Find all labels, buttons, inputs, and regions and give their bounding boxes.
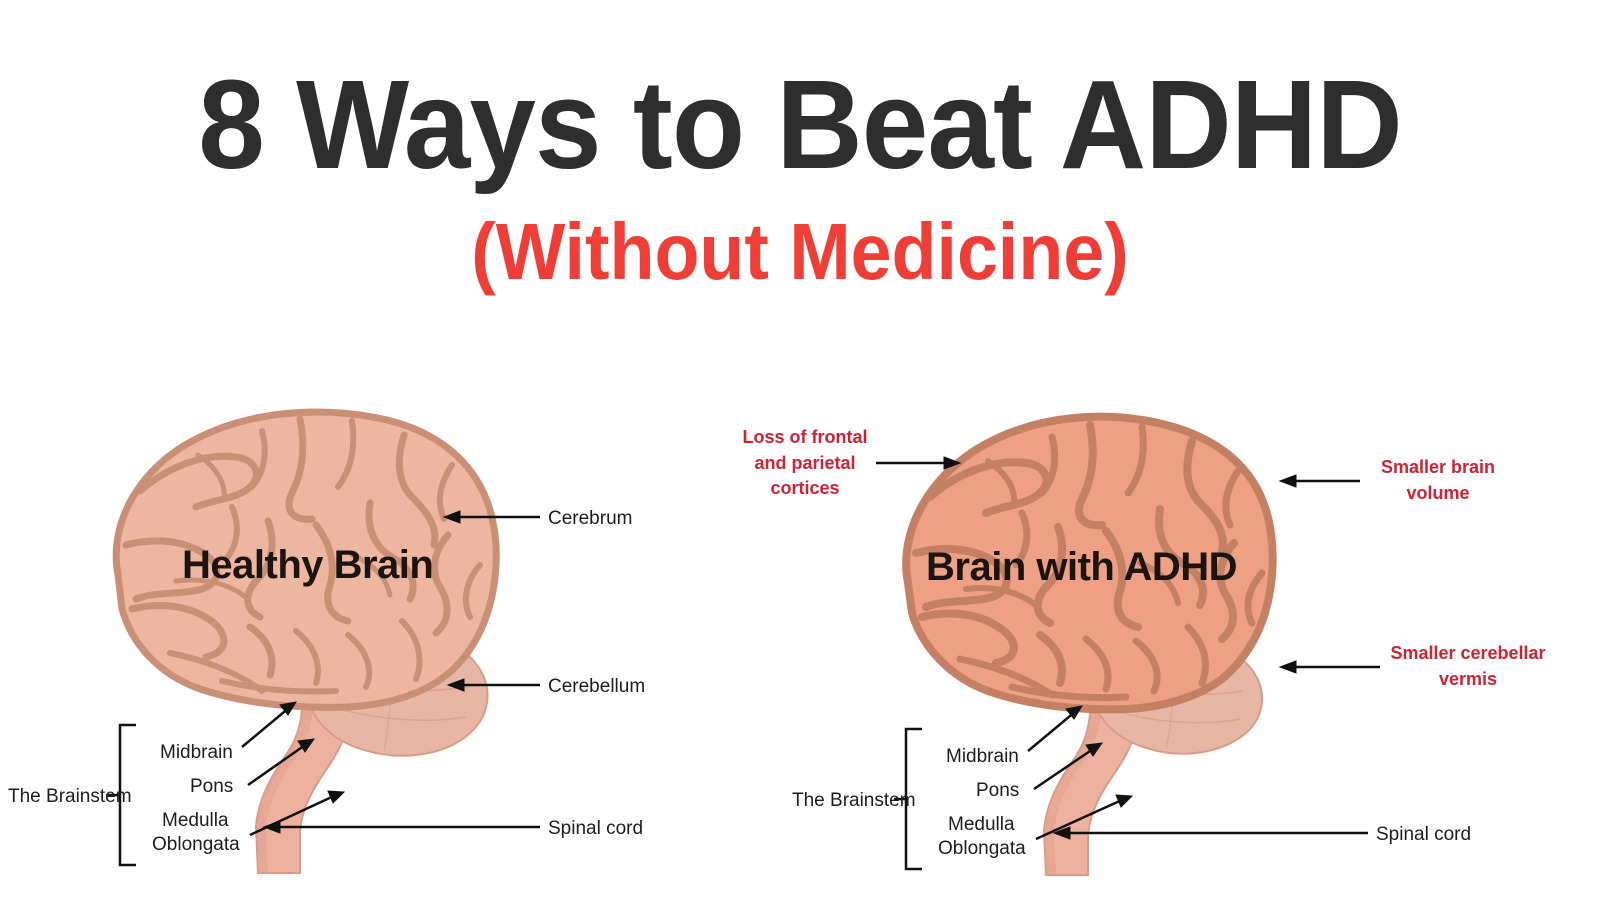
heading-block: 8 Ways to Beat ADHD (Without Medicine) <box>0 0 1600 292</box>
adhd-brain-panel: Brain with ADHD Loss of frontal and pari… <box>740 395 1600 900</box>
adhd-brain-illustration <box>876 412 1380 876</box>
arrow-medulla <box>1035 794 1134 841</box>
label-arrows <box>108 510 540 867</box>
label-medulla-line2: Oblongata <box>938 838 1026 859</box>
arrow-cerebrum <box>442 510 540 524</box>
label-cerebrum: Cerebrum <box>548 508 633 529</box>
label-pons: Pons <box>976 780 1020 801</box>
label-midbrain: Midbrain <box>160 742 233 763</box>
brainstem-bracket <box>894 727 922 871</box>
annotation-smaller-volume-line1: Smaller brain <box>1380 457 1496 477</box>
label-arrows <box>876 456 1380 871</box>
label-brainstem-group: The Brainstem <box>8 786 132 807</box>
label-medulla-line1: Medulla <box>162 810 229 831</box>
annotation-loss-cortices: Loss of frontal and parietal cortices <box>730 425 880 502</box>
spinal-cord-shadow <box>256 673 314 873</box>
annotation-smaller-vermis-line2: vermis <box>1438 668 1498 689</box>
cerebellum-fissure-2 <box>1113 710 1241 724</box>
healthy-brain-illustration <box>108 408 540 874</box>
arrow-pons <box>247 738 316 787</box>
arrow-smaller-vermis <box>1278 660 1380 674</box>
label-pons: Pons <box>190 776 234 797</box>
arrow-midbrain <box>1027 705 1084 752</box>
annotation-smaller-vermis-line1: Smaller cerebellar <box>1390 643 1546 663</box>
healthy-brain-panel: Healthy Brain Cerebrum Cerebellum Spinal… <box>0 395 780 900</box>
page-subtitle: (Without Medicine) <box>471 207 1129 296</box>
cerebrum-sulci <box>912 421 1266 702</box>
label-brainstem-group: The Brainstem <box>792 790 916 811</box>
label-cerebellum: Cerebellum <box>548 676 646 697</box>
annotation-smaller-vermis: Smaller cerebellar vermis <box>1378 641 1558 692</box>
page-title: 8 Ways to Beat ADHD <box>198 54 1403 195</box>
arrow-spinal-cord <box>1052 826 1368 840</box>
label-medulla-line1: Medulla <box>948 814 1015 835</box>
healthy-brain-title: Healthy Brain <box>182 543 434 587</box>
annotation-loss-cortices-line1: Loss of frontal <box>742 427 868 447</box>
arrow-medulla <box>249 790 346 837</box>
annotation-loss-cortices-line3: cortices <box>770 478 840 499</box>
label-medulla-line2: Oblongata <box>152 834 240 855</box>
adhd-brain-title: Brain with ADHD <box>926 545 1238 589</box>
cerebrum-shape <box>902 412 1277 714</box>
arrow-loss-cortices <box>876 456 962 470</box>
label-midbrain: Midbrain <box>946 746 1019 767</box>
arrow-smaller-volume <box>1278 474 1360 488</box>
annotation-smaller-volume: Smaller brain volume <box>1358 455 1518 506</box>
arrow-midbrain <box>241 701 298 748</box>
annotation-smaller-volume-line2: volume <box>1406 482 1470 503</box>
arrow-spinal-cord <box>262 820 540 834</box>
label-spinal-cord: Spinal cord <box>548 818 644 839</box>
cerebrum-sulci <box>122 415 483 695</box>
spinal-cord-shadow <box>1044 677 1102 875</box>
annotation-loss-cortices-line2: and parietal <box>754 452 856 473</box>
label-spinal-cord: Spinal cord <box>1376 824 1472 845</box>
brainstem-bracket <box>108 723 136 867</box>
arrow-cerebellum <box>446 678 540 692</box>
cerebrum-shape <box>112 408 500 711</box>
brain-comparison-diagram: Healthy Brain Cerebrum Cerebellum Spinal… <box>0 395 1600 900</box>
arrow-pons <box>1033 742 1104 791</box>
